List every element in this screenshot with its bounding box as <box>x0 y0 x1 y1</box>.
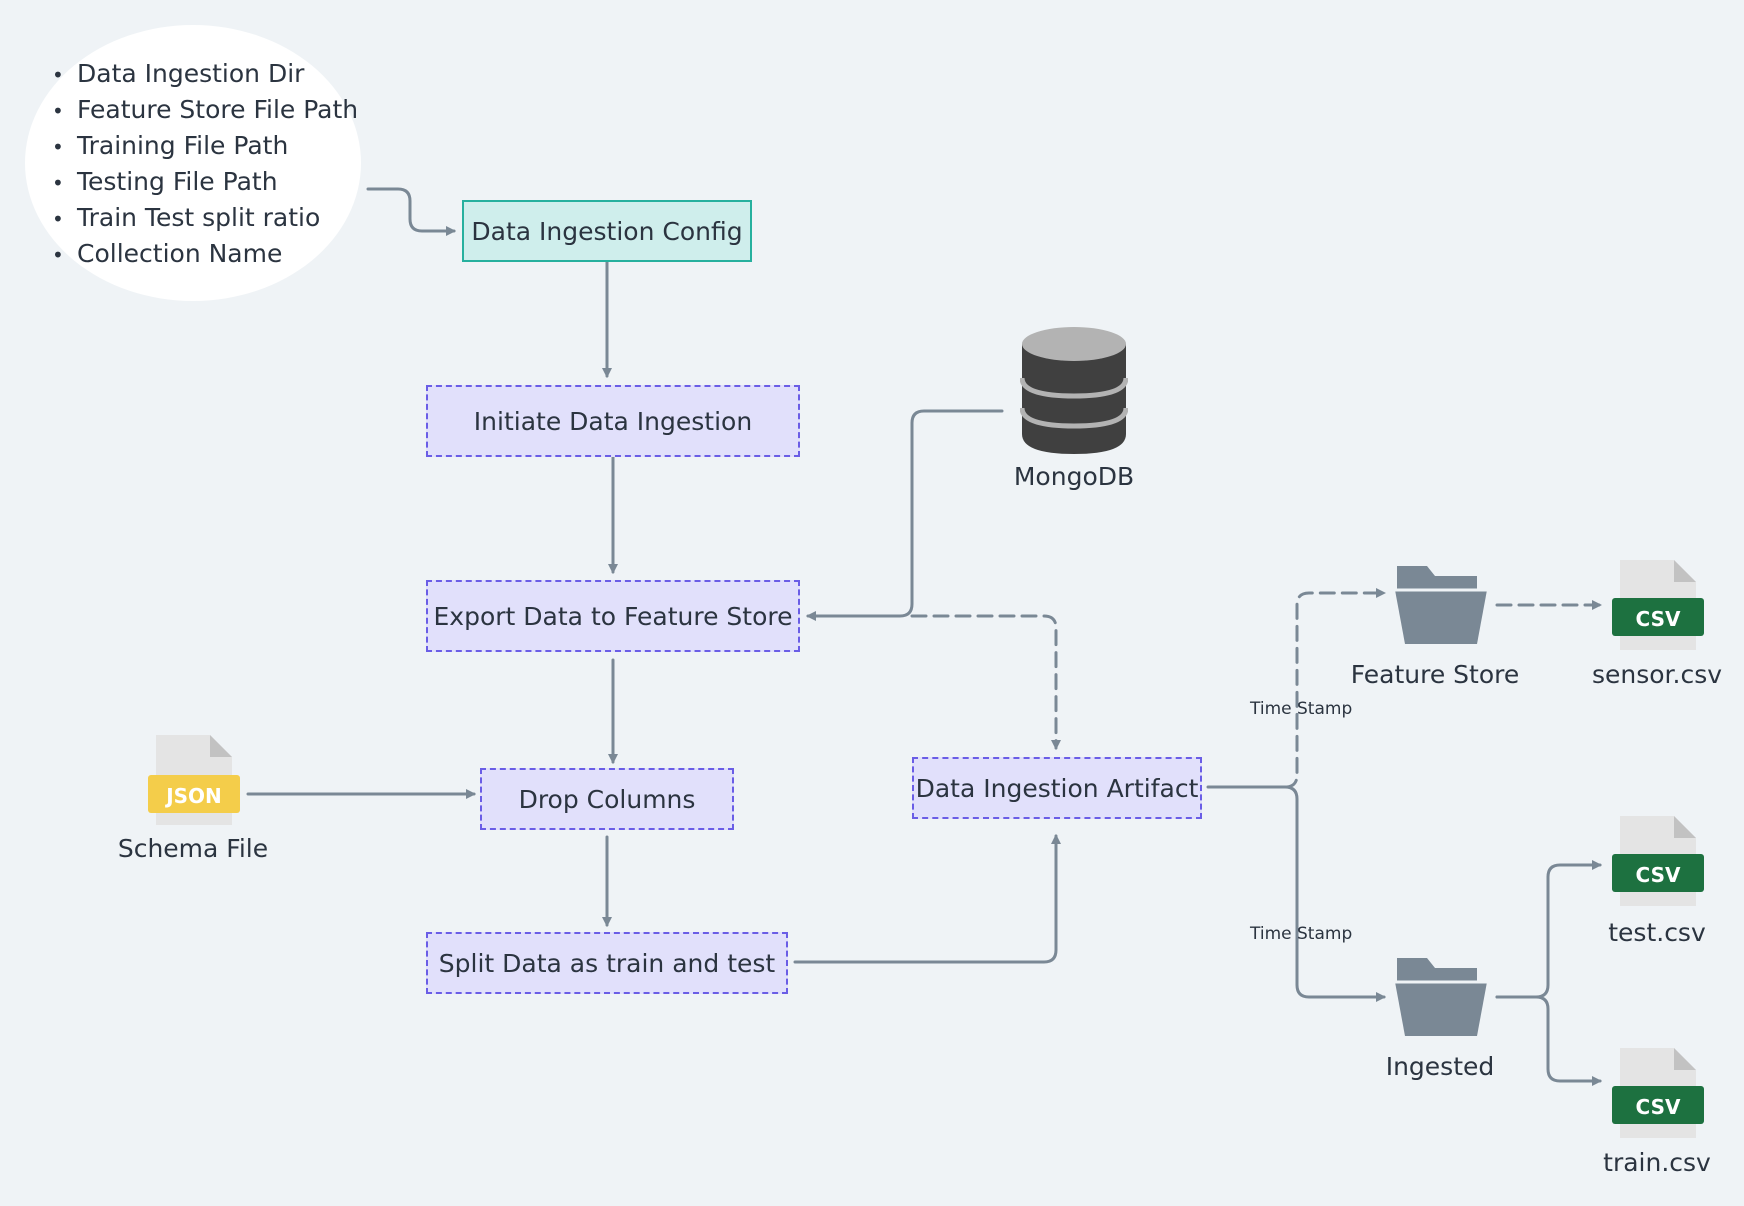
config-field: Testing File Path <box>52 164 358 200</box>
config-field: Training File Path <box>52 128 358 164</box>
test-csv-label: test.csv <box>1608 918 1706 947</box>
config-field: Collection Name <box>52 236 358 272</box>
ingested-label: Ingested <box>1385 1052 1495 1081</box>
csv-badge-text: CSV <box>1636 1095 1681 1119</box>
time-stamp-label: Time Stamp <box>1250 699 1353 719</box>
json-badge-text: JSON <box>164 784 222 808</box>
data-ingestion-artifact-node[interactable]: Data Ingestion Artifact <box>912 757 1202 819</box>
edge-mongodb-to-export <box>806 409 1004 621</box>
config-fields-list: Data Ingestion Dir Feature Store File Pa… <box>52 56 358 272</box>
export-feature-store-node[interactable]: Export Data to Feature Store <box>426 580 800 652</box>
initiate-data-ingestion-node[interactable]: Initiate Data Ingestion <box>426 385 800 457</box>
edge-artifact-to-ingested <box>1206 785 1386 1002</box>
ingested-folder-icon <box>1395 958 1487 1036</box>
database-icon <box>1020 327 1128 454</box>
csv-file-icon: CSV <box>1612 816 1704 906</box>
edge-artifact-to-featurestore <box>1283 588 1386 789</box>
csv-file-icon: CSV <box>1612 560 1704 650</box>
config-field: Feature Store File Path <box>52 92 358 128</box>
time-stamp-label: Time Stamp <box>1250 924 1353 944</box>
data-ingestion-config-node[interactable]: Data Ingestion Config <box>462 200 752 262</box>
drop-columns-node[interactable]: Drop Columns <box>480 768 734 830</box>
mongodb-label: MongoDB <box>1013 462 1135 491</box>
schema-file-label: Schema File <box>117 834 269 863</box>
json-file-icon: JSON <box>148 735 240 825</box>
feature-store-label: Feature Store <box>1350 660 1520 689</box>
edge-export-to-artifact <box>910 614 1061 750</box>
csv-badge-text: CSV <box>1636 863 1681 887</box>
feature-store-folder-icon <box>1395 566 1487 644</box>
config-field: Train Test split ratio <box>52 200 358 236</box>
split-data-node[interactable]: Split Data as train and test <box>426 932 788 994</box>
edge-split-to-artifact <box>793 834 1061 964</box>
edge-ingested-to-train <box>1495 995 1602 1086</box>
csv-file-icon: CSV <box>1612 1048 1704 1138</box>
config-field: Data Ingestion Dir <box>52 56 358 92</box>
edge-fields-to-config <box>366 187 456 236</box>
csv-badge-text: CSV <box>1636 607 1681 631</box>
sensor-csv-label: sensor.csv <box>1591 660 1723 689</box>
train-csv-label: train.csv <box>1603 1148 1711 1177</box>
